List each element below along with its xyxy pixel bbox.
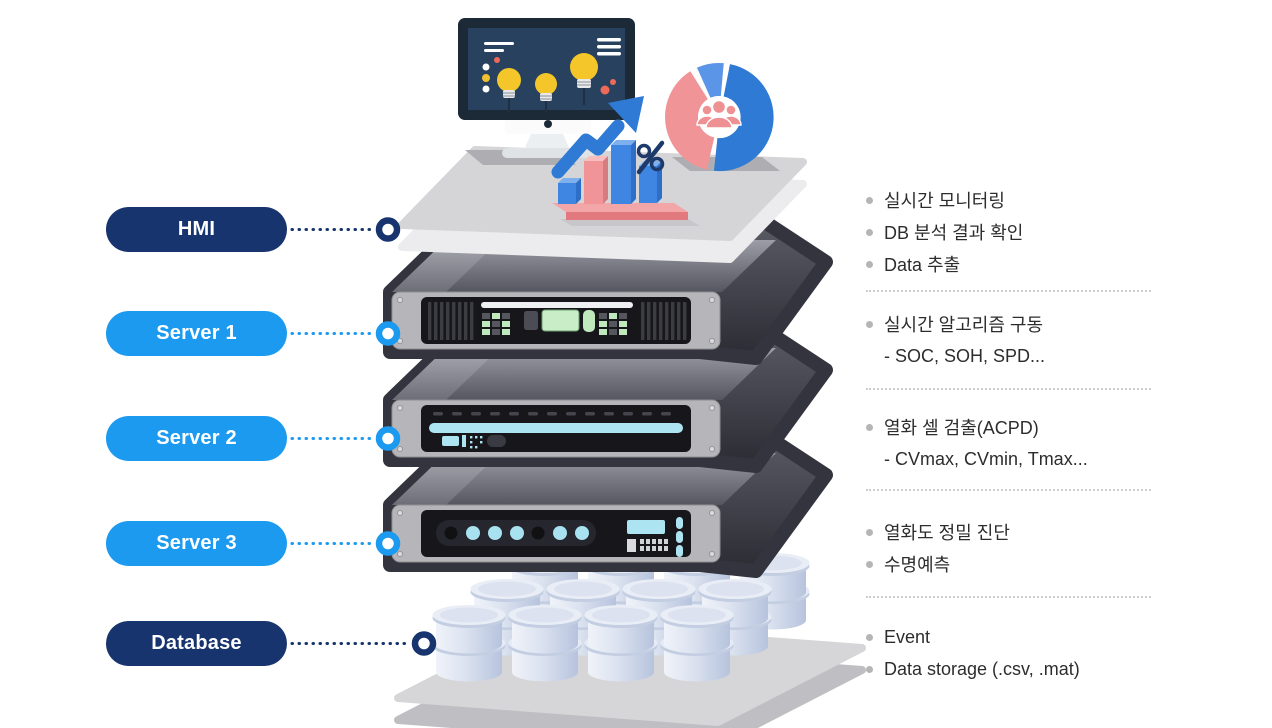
annotation-group-hmi: 실시간 모니터링 DB 분석 결과 확인 Data 추출 xyxy=(866,184,1186,280)
bar-blue-2 xyxy=(611,140,636,204)
note-text: Data 추출 xyxy=(884,255,961,275)
note-text: Data storage (.csv, .mat) xyxy=(884,658,1080,679)
annotation-group-server2: 열화 셀 검출(ACPD) - CVmax, CVmin, Tmax... xyxy=(866,411,1186,475)
bullet-dot xyxy=(866,423,873,431)
growth-arrow-icon xyxy=(551,96,644,179)
connector-dot-hmi xyxy=(375,217,401,242)
dotted-divider xyxy=(866,388,1151,390)
label-pill-server2: Server 2 xyxy=(106,416,287,461)
note-text: 실시간 모니터링 xyxy=(884,191,1005,211)
note-line: 수명예측 xyxy=(866,548,1186,580)
dotted-divider xyxy=(866,489,1151,491)
bullet-dot xyxy=(866,196,873,204)
bullet-dot xyxy=(866,320,873,328)
dotted-divider xyxy=(866,596,1151,598)
annotation-group-server3: 열화도 정밀 진단 수명예측 xyxy=(866,516,1186,580)
annotation-group-database: Event Data storage (.csv, .mat) xyxy=(866,621,1186,685)
label-pill-hmi: HMI xyxy=(106,207,287,252)
note-text: DB 분석 결과 확인 xyxy=(884,223,1024,243)
note-line: 실시간 모니터링 xyxy=(866,184,1186,216)
note-line: - SOC, SOH, SPD... xyxy=(866,340,1186,372)
pill-label: Server 3 xyxy=(156,532,237,554)
percent-icon xyxy=(636,140,665,175)
note-line: - CVmax, CVmin, Tmax... xyxy=(866,443,1186,475)
note-line: Data storage (.csv, .mat) xyxy=(866,653,1186,685)
dotted-divider xyxy=(866,290,1151,292)
note-text: Event xyxy=(884,626,931,647)
connector-dot-server1 xyxy=(375,321,401,346)
connectors xyxy=(290,217,437,656)
label-pill-database: Database xyxy=(106,621,287,666)
note-text: 실시간 알고리즘 구동 xyxy=(884,315,1044,335)
pill-label: Server 2 xyxy=(156,427,237,449)
bullet-dot xyxy=(866,228,873,236)
bullet-dot xyxy=(866,665,873,673)
note-text: 열화 셀 검출(ACPD) xyxy=(884,418,1039,438)
label-pill-server3: Server 3 xyxy=(106,521,287,566)
dashboard-text-lines xyxy=(484,38,621,56)
monitor-dashboard-icon xyxy=(458,18,635,158)
pill-label: Database xyxy=(151,632,242,654)
label-pill-server1: Server 1 xyxy=(106,311,287,356)
bullet-dot xyxy=(866,260,873,268)
note-line: DB 분석 결과 확인 xyxy=(866,216,1186,248)
note-line: 열화 셀 검출(ACPD) xyxy=(866,411,1186,443)
note-line: Data 추출 xyxy=(866,248,1186,280)
note-text: - SOC, SOH, SPD... xyxy=(884,345,1046,366)
pill-label: Server 1 xyxy=(156,322,237,344)
annotation-group-server1: 실시간 알고리즘 구동 - SOC, SOH, SPD... xyxy=(866,308,1186,372)
bar-pink xyxy=(584,156,608,204)
note-text: 수명예측 xyxy=(884,555,951,575)
connector-dot-server2 xyxy=(375,426,401,451)
people-group-icon xyxy=(696,99,742,129)
connector-dot-database xyxy=(411,631,437,656)
bar-blue-1 xyxy=(558,178,581,204)
note-line: Event xyxy=(866,621,1186,653)
note-line: 열화도 정밀 진단 xyxy=(866,516,1186,548)
pill-label: HMI xyxy=(177,218,216,240)
donut-chart-icon xyxy=(665,62,774,172)
bullet-dot xyxy=(866,633,873,641)
bullet-dot xyxy=(866,560,873,568)
idea-bulb-icon xyxy=(497,53,598,112)
bar-chart-icon xyxy=(551,96,700,226)
note-text: - CVmax, CVmin, Tmax... xyxy=(884,448,1088,469)
server2-rack xyxy=(383,317,833,473)
note-line: 실시간 알고리즘 구동 xyxy=(866,308,1186,340)
bullet-dot xyxy=(866,528,873,536)
connector-dot-server3 xyxy=(375,531,401,556)
note-text: 열화도 정밀 진단 xyxy=(884,523,1010,543)
